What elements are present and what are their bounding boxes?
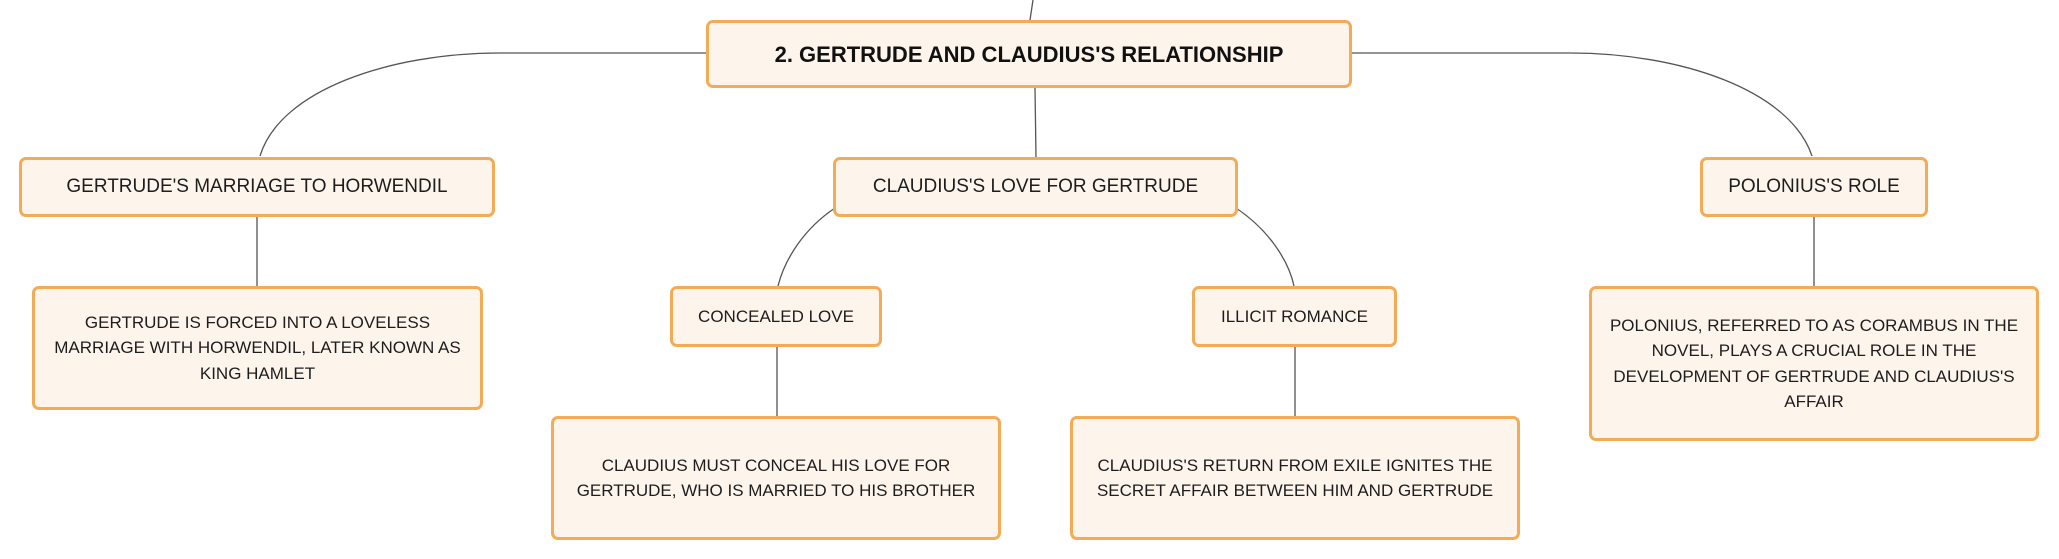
topic-claudius-love[interactable]: CLAUDIUS'S LOVE FOR GERTRUDE bbox=[833, 157, 1238, 217]
detail-text: CLAUDIUS'S RETURN FROM EXILE IGNITES THE… bbox=[1096, 455, 1494, 501]
subtopic-label: CONCEALED LOVE bbox=[698, 306, 854, 326]
root-topic[interactable]: 2. GERTRUDE AND CLAUDIUS'S RELATIONSHIP bbox=[706, 20, 1352, 88]
topic-label: CLAUDIUS'S LOVE FOR GERTRUDE bbox=[872, 175, 1199, 197]
topic-label: POLONIUS'S ROLE bbox=[1728, 175, 1900, 197]
root-topic-label: 2. GERTRUDE AND CLAUDIUS'S RELATIONSHIP bbox=[774, 41, 1284, 67]
detail-gertrude-marriage[interactable]: GERTRUDE IS FORCED INTO A LOVELESS MARRI… bbox=[32, 286, 483, 410]
detail-illicit-romance[interactable]: CLAUDIUS'S RETURN FROM EXILE IGNITES THE… bbox=[1070, 416, 1520, 540]
connector-root-to-polonius bbox=[1352, 52, 1813, 157]
connector-parent-stub bbox=[1029, 0, 1034, 21]
detail-polonius-role[interactable]: POLONIUS, REFERRED TO AS CORAMBUS IN THE… bbox=[1589, 286, 2039, 441]
detail-concealed-love[interactable]: CLAUDIUS MUST CONCEAL HIS LOVE FOR GERTR… bbox=[551, 416, 1001, 540]
connector-root-to-marriage bbox=[259, 52, 706, 157]
topic-polonius-role[interactable]: POLONIUS'S ROLE bbox=[1700, 157, 1928, 217]
connector-love-to-illicit bbox=[1235, 207, 1295, 287]
subtopic-illicit-romance[interactable]: ILLICIT ROMANCE bbox=[1192, 286, 1397, 347]
connector-love-to-concealed bbox=[777, 207, 836, 287]
subtopic-label: ILLICIT ROMANCE bbox=[1220, 306, 1369, 326]
detail-text: POLONIUS, REFERRED TO AS CORAMBUS IN THE… bbox=[1609, 315, 2019, 412]
subtopic-concealed-love[interactable]: CONCEALED LOVE bbox=[670, 286, 882, 347]
connector-root-to-love bbox=[1034, 87, 1037, 158]
topic-label: GERTRUDE'S MARRIAGE TO HORWENDIL bbox=[66, 175, 448, 197]
detail-text: CLAUDIUS MUST CONCEAL HIS LOVE FOR GERTR… bbox=[576, 455, 976, 501]
detail-text: GERTRUDE IS FORCED INTO A LOVELESS MARRI… bbox=[54, 312, 461, 383]
topic-gertrude-marriage[interactable]: GERTRUDE'S MARRIAGE TO HORWENDIL bbox=[19, 157, 495, 217]
